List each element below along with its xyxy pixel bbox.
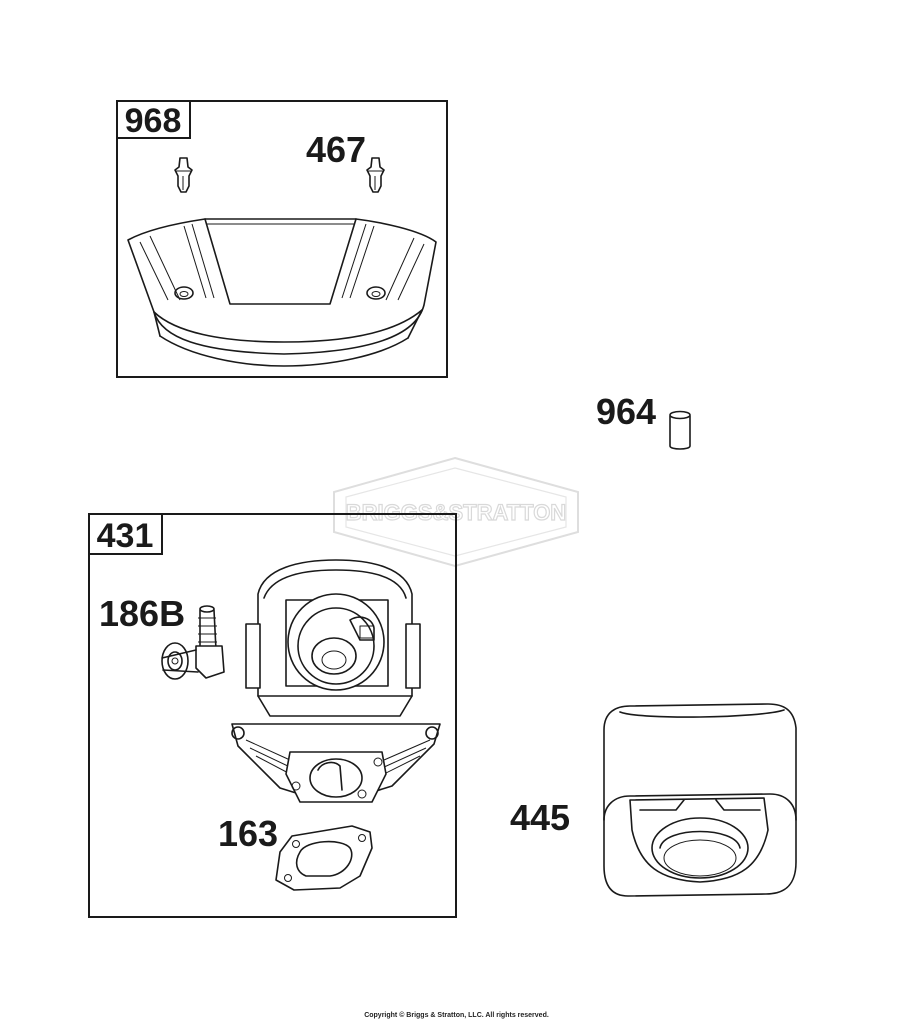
air-cleaner-base	[231, 559, 441, 803]
push-pin-right	[366, 157, 385, 193]
bushing-964	[669, 410, 691, 450]
air-cleaner-cover	[127, 218, 437, 367]
callout-445: 445	[510, 797, 570, 838]
assembly-box-431: 431 186B 163	[88, 513, 457, 918]
air-filter-445	[603, 703, 797, 897]
callout-467: 467	[306, 129, 366, 170]
gasket-163	[275, 825, 373, 891]
breather-fitting-186b	[161, 605, 225, 680]
assembly-box-968: 968 467	[116, 100, 448, 378]
box-number-968: 968	[125, 102, 182, 140]
callout-964: 964	[596, 391, 656, 432]
box-number-431: 431	[97, 517, 154, 555]
callout-186b: 186B	[99, 593, 185, 634]
push-pin-left	[174, 157, 193, 193]
copyright-footer: Copyright © Briggs & Stratton, LLC. All …	[364, 1012, 549, 1019]
callout-163: 163	[218, 813, 278, 854]
